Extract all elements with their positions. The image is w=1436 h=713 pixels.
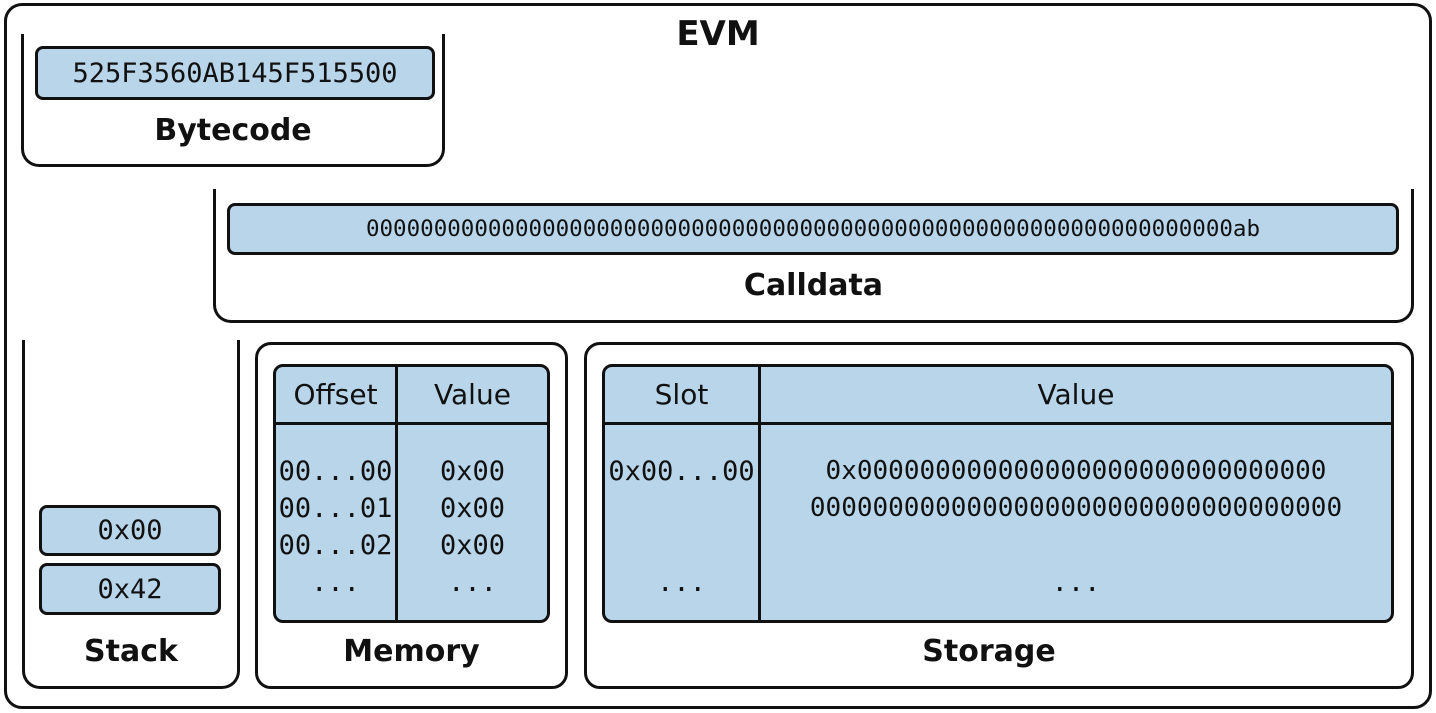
memory-offset: 00...02 bbox=[278, 530, 393, 561]
storage-slot-header: Slot bbox=[654, 378, 709, 411]
memory-value-header: Value bbox=[434, 378, 511, 411]
bytecode-value: 525F3560AB145F515500 bbox=[35, 46, 435, 100]
memory-offset-column: 00...00 00...01 00...02 ... bbox=[276, 453, 395, 601]
storage-slot-ellipsis: ... bbox=[657, 567, 706, 598]
calldata-value: 0000000000000000000000000000000000000000… bbox=[227, 203, 1399, 255]
storage-slot: 0x00...00 bbox=[608, 456, 755, 487]
memory-value-column: 0x00 0x00 0x00 ... bbox=[398, 453, 547, 601]
storage-label: Storage bbox=[922, 634, 1056, 669]
memory-offset: 00...00 bbox=[278, 456, 393, 487]
stack-item: 0x00 bbox=[39, 505, 221, 556]
memory-value: 0x00 bbox=[439, 493, 506, 524]
storage-table: Slot Value 0x00...00 0x00000000000000000… bbox=[602, 364, 1394, 623]
storage-value-line-1: 0x000000000000000000000000000000 bbox=[825, 456, 1327, 486]
evm-title: EVM bbox=[676, 14, 760, 54]
bytecode-label: Bytecode bbox=[154, 113, 312, 148]
memory-offset: 00...01 bbox=[278, 493, 393, 524]
memory-label: Memory bbox=[343, 634, 480, 669]
stack-label: Stack bbox=[84, 634, 178, 669]
memory-value: 0x00 bbox=[439, 456, 506, 487]
memory-offset-header: Offset bbox=[293, 378, 378, 411]
storage-value-line-2: 0000000000000000000000000000000000 bbox=[809, 493, 1343, 523]
storage-value-header: Value bbox=[1037, 378, 1115, 411]
memory-offset: ... bbox=[311, 567, 360, 598]
memory-value: 0x00 bbox=[439, 530, 506, 561]
calldata-label: Calldata bbox=[743, 268, 884, 303]
storage-value-ellipsis: ... bbox=[1051, 567, 1101, 598]
memory-table: Offset Value 00...00 00...01 00...02 ...… bbox=[273, 364, 550, 623]
memory-value: ... bbox=[448, 567, 497, 598]
stack-item: 0x42 bbox=[39, 563, 221, 615]
